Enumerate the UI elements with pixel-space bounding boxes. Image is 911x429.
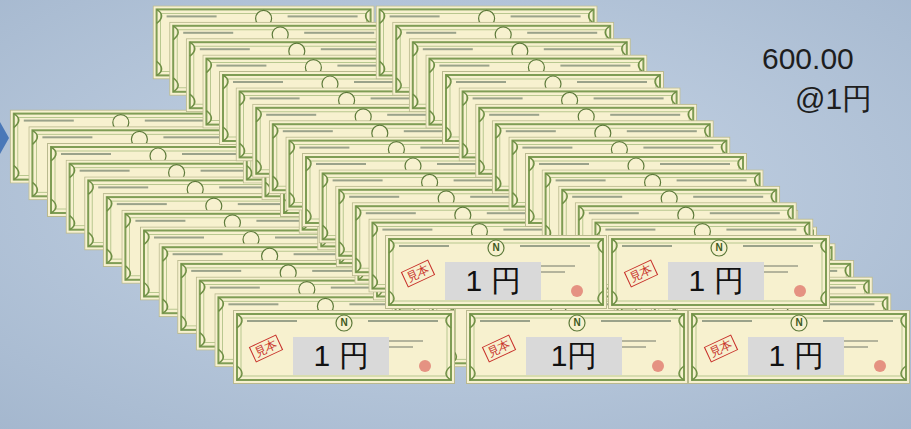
share-certificate [467,311,688,384]
price-text: 1 円 [313,338,368,374]
price-text: 1 円 [768,338,823,374]
share-certificate [609,236,830,309]
price-text: 1 円 [688,263,743,299]
price-box: 1 円 [748,337,844,375]
emblem-letter: N [795,318,802,328]
share-count: 600.00 [762,42,854,76]
price-box: 1 円 [668,262,764,300]
price-text: 1円 [551,338,598,374]
share-certificate [386,236,607,309]
emblem-letter: N [715,243,722,253]
emblem-letter: N [573,318,580,328]
unit-price: @1円 [795,82,872,116]
price-box: 1 円 [293,337,389,375]
emblem-letter: N [340,318,347,328]
price-text: 1 円 [465,263,520,299]
price-box: 1円 [526,337,622,375]
emblem-letter: N [492,243,499,253]
share-certificate [689,311,910,384]
price-box: 1 円 [445,262,541,300]
arrow-tip [0,122,9,154]
share-certificate [234,311,455,384]
